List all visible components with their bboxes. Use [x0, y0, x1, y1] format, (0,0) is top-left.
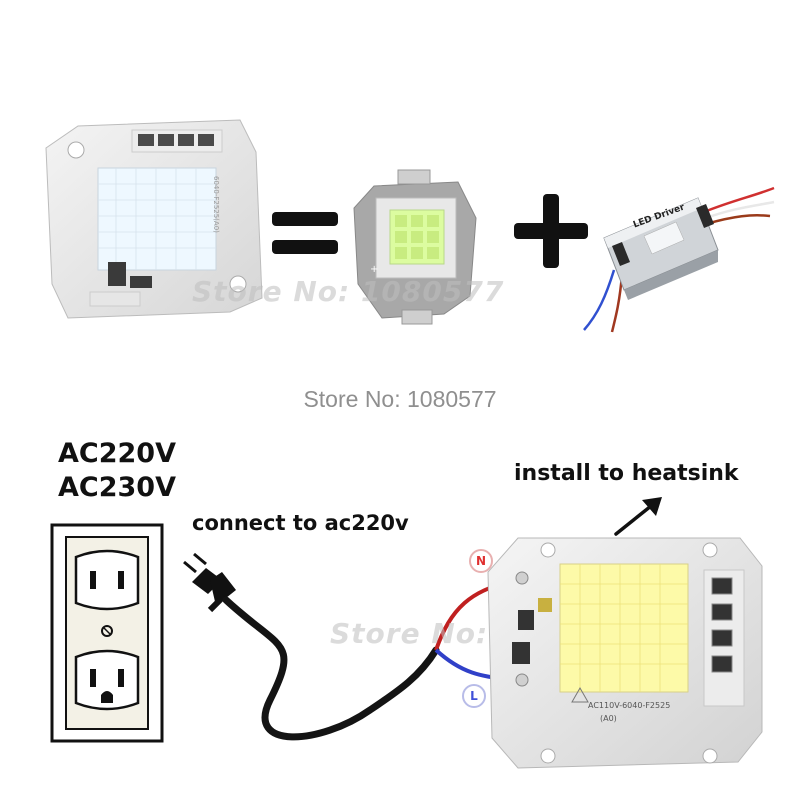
chip-sub-stamp: (A0) [600, 714, 617, 723]
cob-chip-install-image [487, 537, 763, 769]
plug-icon [183, 552, 236, 613]
voltage-label-220: AC220V [58, 438, 176, 469]
store-caption: Store No: 1080577 [303, 386, 497, 412]
watermark-top: Store No: 1080577 [192, 275, 505, 308]
wall-outlet-icon [50, 523, 164, 743]
pin-n-marker: N [469, 549, 493, 573]
led-chip-image: + [353, 169, 477, 325]
svg-text:+: + [370, 264, 378, 275]
led-driver-image [583, 186, 775, 333]
plus-icon [514, 194, 588, 268]
chip-model-stamp: AC110V-6040-F2525 [588, 701, 671, 710]
equals-icon [272, 212, 338, 254]
pin-l-marker: L [462, 684, 486, 708]
power-cord [222, 596, 440, 741]
arrow-icon [614, 497, 662, 536]
voltage-label-230: AC230V [58, 472, 176, 503]
cob-chip-image [45, 119, 263, 319]
heatsink-label: install to heatsink [514, 461, 739, 486]
connect-label: connect to ac220v [192, 511, 409, 535]
